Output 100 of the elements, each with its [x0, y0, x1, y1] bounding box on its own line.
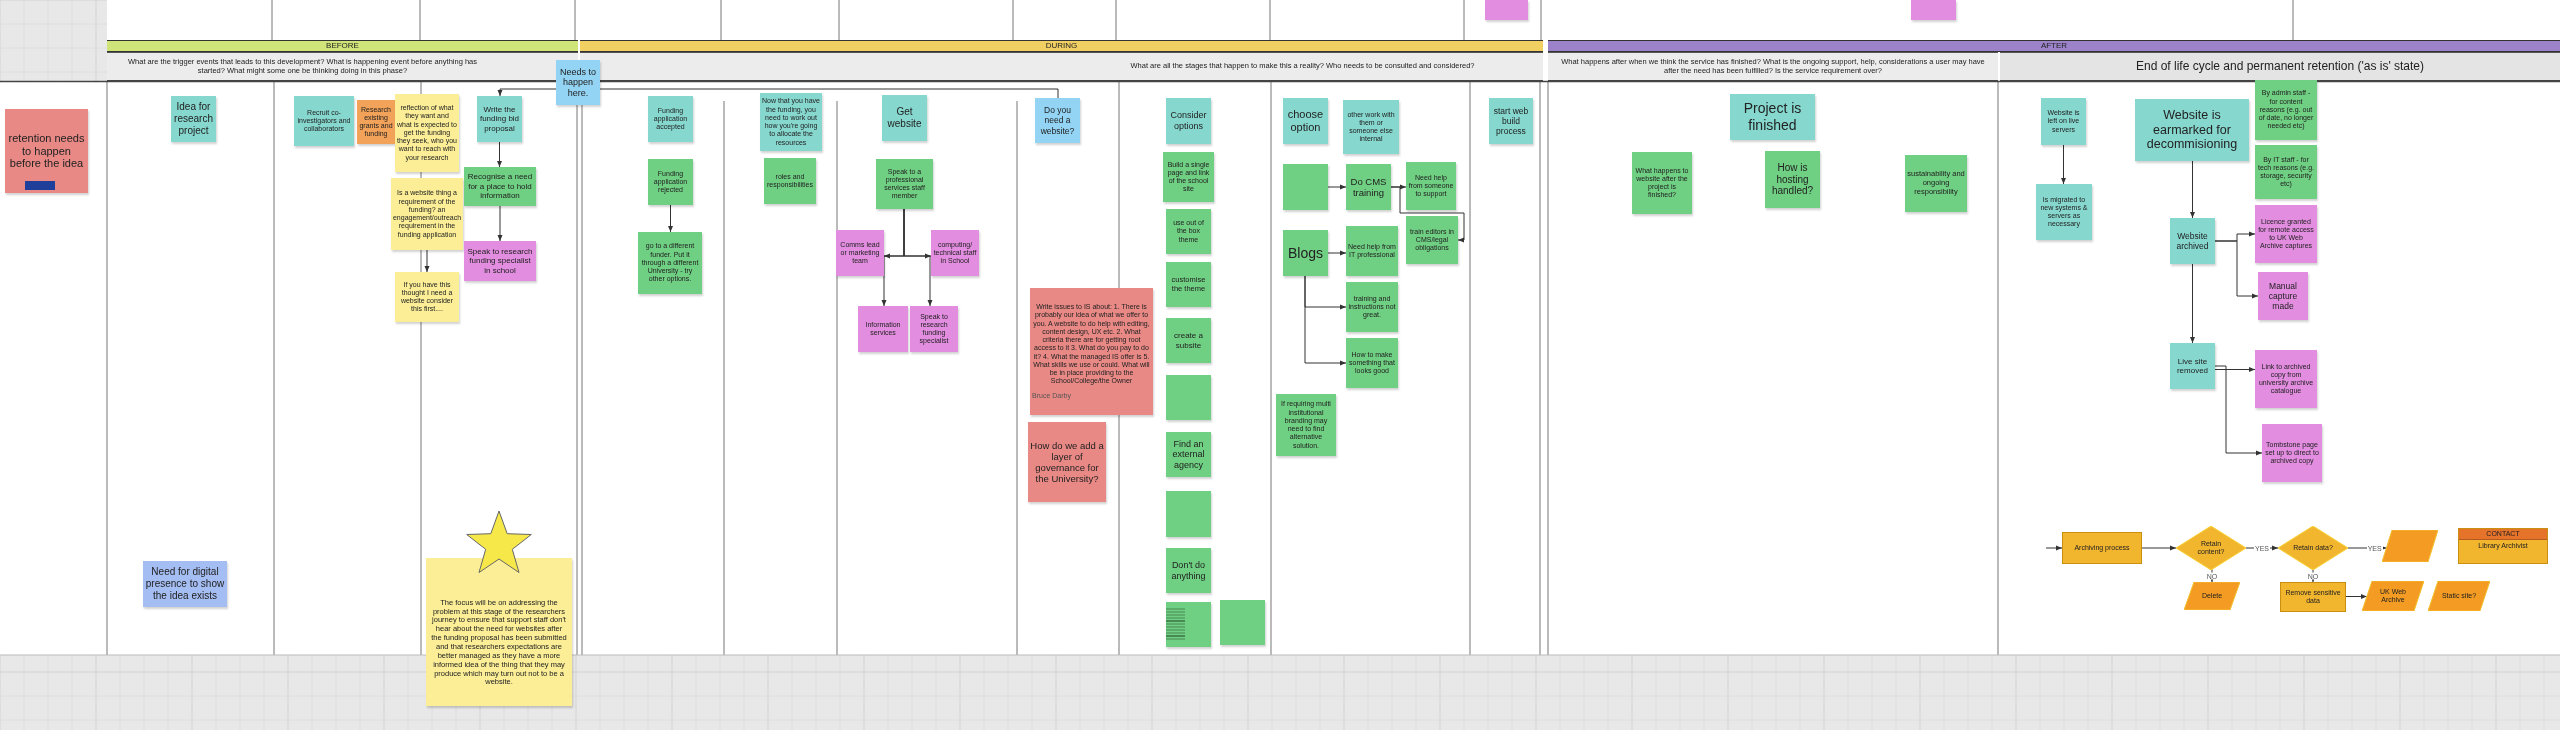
- note-text: How is hosting handled?: [1770, 161, 1815, 198]
- sticky-note: [1030, 288, 1153, 415]
- contact-card: [2458, 528, 2548, 564]
- note-text: Get website: [886, 106, 923, 130]
- sticky-note: [2170, 343, 2215, 389]
- sticky-note: [876, 159, 933, 209]
- sticky-note: [1166, 491, 1211, 537]
- sticky-note: [1346, 338, 1398, 388]
- sticky-note: [648, 96, 693, 142]
- sticky-note: [764, 158, 816, 204]
- question-banner: [1548, 52, 1998, 81]
- arrow: [903, 208, 933, 307]
- sticky-note: [1346, 226, 1398, 276]
- sticky-note: [1163, 152, 1214, 202]
- arrow: [424, 249, 430, 273]
- sticky-note: [638, 232, 702, 294]
- section-heading: End of life cycle and permanent retention ('as is' state): [2135, 59, 2425, 74]
- sticky-note: [1166, 209, 1211, 254]
- sticky-note: [1406, 216, 1458, 264]
- arrow: [2190, 263, 2195, 344]
- sticky-note: [1489, 98, 1533, 144]
- phase-label: DURING: [1045, 42, 1078, 50]
- sticky-note: [1346, 282, 1398, 332]
- arrow: [668, 204, 673, 233]
- note-text: Blogs: [1288, 244, 1323, 262]
- sticky-note: [1028, 422, 1106, 502]
- note-text: Don't do anything: [1170, 559, 1207, 582]
- sticky-note: [1730, 94, 1815, 140]
- sticky-note: [2255, 145, 2317, 199]
- sticky-note: [882, 95, 927, 141]
- process-box: [2280, 582, 2346, 612]
- note-text: Live site removed: [2175, 356, 2210, 376]
- sticky-note: [2170, 218, 2215, 264]
- sticky-note: [1283, 230, 1328, 276]
- note-text: Manual capture made: [2267, 280, 2299, 311]
- sticky-note: [1346, 164, 1391, 210]
- note-text: Speak to research funding specialist in school: [466, 246, 534, 276]
- data-parallelogram: [2184, 582, 2240, 610]
- sticky-note: [2041, 98, 2086, 145]
- sticky-note: [395, 272, 459, 322]
- sticky-note: [858, 306, 908, 352]
- sticky-note: [1035, 98, 1080, 143]
- sticky-note: [1905, 155, 1967, 212]
- note-text: How do we add a layer of governance for the University?: [1030, 439, 1104, 485]
- sticky-note: [2036, 184, 2092, 240]
- note-text: Write the funding bid proposal: [479, 104, 520, 134]
- note-text: Needs to happen here.: [559, 66, 597, 99]
- process-box: [2062, 532, 2142, 564]
- sticky-note: [1166, 375, 1211, 420]
- sticky-note: [1166, 548, 1211, 593]
- note-text: Do CMS training: [1349, 175, 1388, 199]
- arrow: [2214, 365, 2263, 456]
- sticky-note: [2135, 99, 2249, 161]
- note-text: start web build process: [1492, 105, 1530, 136]
- note-text: Recognise a need for a place to hold information: [466, 172, 534, 201]
- sticky-note: [1166, 262, 1211, 307]
- decision-diamond: [2176, 526, 2246, 570]
- sticky-note: [294, 96, 354, 146]
- sticky-note: [556, 60, 600, 105]
- note-text: Website is earmarked for decommisioning: [2145, 107, 2239, 153]
- sticky-note: [2255, 350, 2317, 408]
- arrow: [2045, 545, 2063, 551]
- phase-label: BEFORE: [326, 42, 359, 50]
- arrow: [1304, 275, 1347, 366]
- note-text: Idea for research project: [173, 101, 214, 137]
- sticky-note: [1283, 98, 1328, 144]
- sticky-note: [931, 230, 979, 276]
- sticky-note: [477, 96, 522, 142]
- arrow: [497, 88, 557, 97]
- sticky-note: [1765, 151, 1820, 208]
- sticky-note: [1485, 0, 1528, 20]
- sticky-note: [1343, 100, 1399, 154]
- arrow: [1327, 250, 1347, 256]
- sticky-note: [5, 109, 88, 193]
- arrow: [2310, 569, 2316, 583]
- sticky-note: [395, 94, 459, 172]
- arrow: [497, 141, 502, 168]
- sticky-note: [1283, 164, 1328, 210]
- phase-label: AFTER: [2040, 42, 2068, 50]
- arrow: [2141, 545, 2177, 551]
- note-text: choose option: [1286, 108, 1325, 134]
- data-parallelogram: [2382, 530, 2438, 562]
- note-text: create a subsite: [1173, 331, 1204, 350]
- note-text: Find an external agency: [1171, 438, 1206, 471]
- sticky-note: [1911, 0, 1956, 20]
- sticky-note: [1406, 162, 1456, 210]
- sticky-note: [1220, 600, 1265, 645]
- arrow: [2214, 240, 2259, 299]
- sticky-note: [1166, 98, 1211, 144]
- note-text: Website archived: [2175, 231, 2210, 251]
- sticky-note: [1166, 432, 1211, 477]
- sticky-note: [910, 306, 958, 352]
- arrow: [1327, 184, 1347, 190]
- sticky-note: [2262, 424, 2322, 482]
- sticky-note: [426, 558, 572, 706]
- arrow: [2214, 367, 2256, 372]
- sticky-note: [1276, 394, 1336, 456]
- arrow: [497, 205, 503, 242]
- arrow: [2190, 160, 2195, 219]
- phase-band: [107, 40, 578, 52]
